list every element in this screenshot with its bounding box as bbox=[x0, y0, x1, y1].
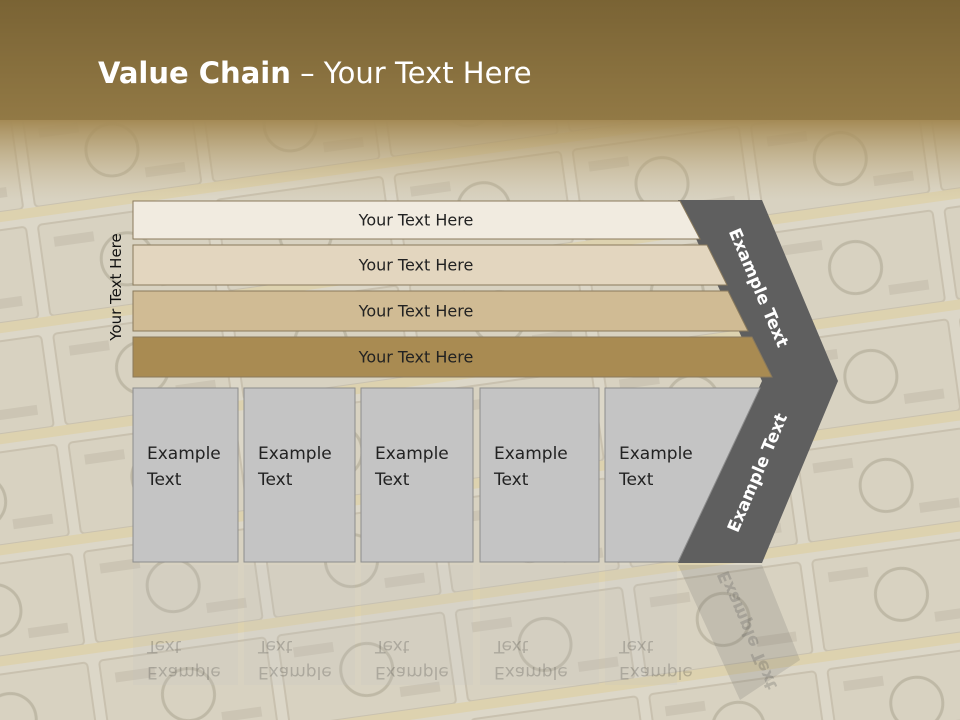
boxes-group: ExampleTextExampleTextExampleTextExample… bbox=[132, 387, 761, 685]
example-box-text-reflection: Example Text bbox=[493, 636, 568, 682]
reflection-line2: Text bbox=[493, 636, 529, 656]
value-bar-label: Your Text Here bbox=[358, 256, 474, 275]
example-box-line1: Example bbox=[147, 444, 221, 464]
example-box bbox=[243, 387, 356, 563]
example-box-line2: Text bbox=[146, 470, 182, 490]
value-bar-label: Your Text Here bbox=[358, 302, 474, 321]
example-box-reflection bbox=[361, 565, 473, 685]
example-box-text-reflection: Example Text bbox=[618, 636, 693, 682]
reflection-line2: Text bbox=[146, 636, 182, 656]
reflection-line1: Example bbox=[619, 662, 693, 682]
value-bar bbox=[132, 244, 728, 286]
chevron-upper bbox=[678, 200, 838, 381]
example-box-text-reflection: Example Text bbox=[257, 636, 332, 682]
example-box-line2: Text bbox=[374, 470, 410, 490]
reflection-line1: Example bbox=[258, 662, 332, 682]
example-box bbox=[604, 387, 761, 563]
example-box-line1: Example bbox=[619, 444, 693, 464]
reflection-line2: Text bbox=[374, 636, 410, 656]
example-box bbox=[360, 387, 474, 563]
example-box-line2: Text bbox=[493, 470, 529, 490]
example-box bbox=[479, 387, 600, 563]
reflection-line2: Text bbox=[257, 636, 293, 656]
reflection-line1: Example bbox=[147, 662, 221, 682]
example-box-line1: Example bbox=[375, 444, 449, 464]
value-bar bbox=[132, 336, 773, 378]
example-box-reflection bbox=[480, 565, 599, 685]
example-box-reflection bbox=[605, 565, 677, 685]
value-bar bbox=[132, 200, 701, 240]
chevron-lower bbox=[678, 381, 838, 563]
example-box-line2: Text bbox=[618, 470, 654, 490]
example-box-line2: Text bbox=[257, 470, 293, 490]
example-box bbox=[132, 387, 239, 563]
example-box-line1: Example bbox=[258, 444, 332, 464]
value-bar-label: Your Text Here bbox=[358, 211, 474, 230]
example-box-reflection bbox=[244, 565, 355, 685]
reflection-line1: Example bbox=[375, 662, 449, 682]
example-box-line1: Example bbox=[494, 444, 568, 464]
reflection-line1: Example bbox=[494, 662, 568, 682]
page-title: Value Chain – Your Text Here bbox=[98, 56, 532, 90]
title-rest: – Your Text Here bbox=[290, 56, 532, 90]
example-box-reflection bbox=[133, 565, 238, 685]
reflection-line2: Text bbox=[618, 636, 654, 656]
chevron-reflection bbox=[678, 565, 800, 700]
title-bold: Value Chain bbox=[98, 56, 291, 90]
value-bar-label: Your Text Here bbox=[358, 348, 474, 367]
example-box-text-reflection: Example Text bbox=[374, 636, 449, 682]
example-box-text-reflection: Example Text bbox=[146, 636, 221, 682]
value-bar bbox=[132, 290, 749, 332]
